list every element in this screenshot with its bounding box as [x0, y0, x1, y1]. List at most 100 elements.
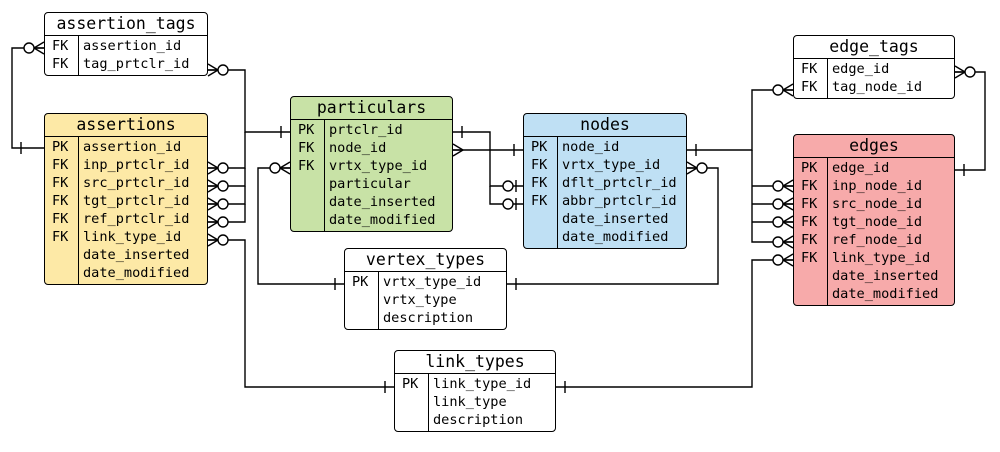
- crows-foot-mark: [207, 197, 219, 205]
- crows-foot-mark: [207, 203, 219, 211]
- field-name: edge_id: [832, 160, 890, 176]
- crows-foot-mark: [686, 167, 698, 175]
- key-type: [291, 193, 324, 211]
- rel-node-edge-tag: [687, 89, 793, 151]
- zero-circle-mark: [217, 216, 229, 228]
- key-type: FK: [52, 193, 69, 209]
- key-type: FK: [801, 250, 818, 266]
- field-name: date_modified: [83, 265, 190, 281]
- field-name: edge_id: [832, 61, 890, 77]
- crows-foot-mark: [207, 233, 219, 241]
- crows-foot-mark: [279, 167, 291, 175]
- zero-circle-mark: [217, 180, 229, 192]
- key-type: FK: [52, 56, 69, 72]
- crows-foot-mark: [782, 221, 794, 229]
- field-name: tag_node_id: [832, 79, 923, 95]
- zero-circle-mark: [217, 162, 229, 174]
- zero-circle-mark: [502, 198, 514, 210]
- field-name: link_type_id: [832, 250, 931, 266]
- entity-title: assertions: [45, 114, 207, 137]
- key-type: PK: [352, 274, 369, 290]
- key-type: FK: [298, 140, 315, 156]
- crows-foot-mark: [782, 235, 794, 243]
- key-type: FK: [52, 38, 69, 54]
- zero-circle-mark: [772, 198, 784, 210]
- crows-foot-mark: [207, 221, 219, 229]
- key-type: PK: [52, 139, 69, 155]
- crows-foot-mark: [782, 185, 794, 193]
- key-type: [345, 309, 378, 327]
- crows-foot-mark: [782, 253, 794, 261]
- field-name: vrtx_type_id: [383, 274, 482, 290]
- field-row: date_inserted: [794, 267, 954, 285]
- field-name: date_inserted: [329, 194, 436, 210]
- crows-foot-mark: [207, 63, 219, 71]
- field-name: ref_node_id: [832, 232, 923, 248]
- key-type: FK: [52, 175, 69, 191]
- field-row: FK inp_node_id: [794, 177, 954, 195]
- field-row: date_modified: [794, 285, 954, 303]
- key-type: FK: [531, 193, 548, 209]
- rel-assertion-tags-particular: [208, 69, 290, 133]
- key-type: FK: [801, 178, 818, 194]
- rel-edge-link-type: [556, 259, 793, 388]
- crows-foot-mark: [452, 143, 464, 151]
- zero-circle-mark: [964, 66, 976, 78]
- key-type: [291, 211, 324, 229]
- entity-title: vertex_types: [345, 249, 506, 272]
- key-type: [395, 393, 428, 411]
- field-name: assertion_id: [83, 38, 182, 54]
- entity-title: edge_tags: [794, 36, 954, 59]
- field-name: date_modified: [562, 229, 669, 245]
- field-row: date_inserted: [524, 210, 686, 228]
- crows-foot-mark: [33, 47, 45, 55]
- key-type: FK: [801, 196, 818, 212]
- entity-title: edges: [794, 135, 954, 158]
- field-name: particular: [329, 176, 411, 192]
- crows-foot-mark: [782, 215, 794, 223]
- field-row: date_inserted: [45, 246, 207, 264]
- field-row: PK vrtx_type_id: [345, 273, 506, 291]
- field-name: assertion_id: [83, 139, 182, 155]
- field-row: date_modified: [45, 264, 207, 282]
- field-row: date_inserted: [291, 193, 452, 211]
- field-row: FK assertion_id: [45, 37, 207, 55]
- entity-title: nodes: [524, 114, 686, 137]
- zero-circle-mark: [502, 180, 514, 192]
- zero-circle-mark: [772, 254, 784, 266]
- field-name: date_inserted: [83, 247, 190, 263]
- crows-foot-mark: [279, 161, 291, 169]
- key-type: FK: [52, 211, 69, 227]
- zero-circle-mark: [23, 42, 35, 54]
- crows-foot-mark: [954, 71, 966, 79]
- key-type: [45, 246, 78, 264]
- entity-title: link_types: [395, 351, 555, 374]
- key-type: [345, 291, 378, 309]
- field-name: inp_node_id: [832, 178, 923, 194]
- crows-foot-mark: [207, 185, 219, 193]
- field-row: date_modified: [291, 211, 452, 229]
- field-name: date_modified: [832, 286, 939, 302]
- rel-node-dflt-prtclr: [453, 131, 523, 187]
- crows-foot-mark: [782, 83, 794, 91]
- field-row: FK link_type_id: [794, 249, 954, 267]
